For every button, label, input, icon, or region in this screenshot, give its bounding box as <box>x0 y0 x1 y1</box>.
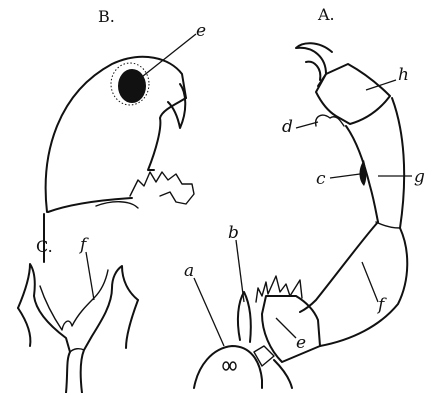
part-label-h: h <box>398 65 409 85</box>
part-label-c: c <box>316 169 326 189</box>
panel-a-joint <box>376 222 400 228</box>
panel-a-leader-e <box>276 318 296 338</box>
panel-a-segment-g <box>392 98 404 228</box>
panel-a-claw <box>296 43 332 86</box>
panel-a-segment-f-right <box>320 228 407 346</box>
panel-a-leader-d <box>296 122 318 128</box>
panel-c-outer-left <box>18 308 30 346</box>
panel-b-face <box>148 98 186 170</box>
panel-a-process-d <box>316 115 344 126</box>
panel-a-eye-left <box>223 362 229 370</box>
panel-label-b: B. <box>98 7 115 26</box>
panel-label-a: A. <box>317 5 335 24</box>
panel-b-eye <box>118 69 146 103</box>
panel-b-head <box>44 34 196 262</box>
part-label-g: g <box>414 167 425 187</box>
part-label-a: a <box>184 261 194 281</box>
part-label-d: d <box>282 117 293 137</box>
panel-c-leader-f <box>86 252 94 300</box>
panel-b-mandible <box>168 84 185 128</box>
panel-a-eye-right <box>230 362 236 370</box>
panel-b-jaw <box>130 172 194 204</box>
part-label-b: b <box>228 223 239 243</box>
panel-b-neck-right <box>48 198 132 212</box>
panel-label-c: C. <box>36 237 53 256</box>
panel-a-base-right <box>274 360 292 388</box>
part-label-e-panel-a: e <box>296 333 306 353</box>
panel-c-center <box>70 349 84 352</box>
panel-c-fork <box>18 252 138 393</box>
panel-c-outer-right <box>126 300 138 348</box>
part-label-f-panel-c: f <box>78 235 89 255</box>
part-label-e-panel-b: e <box>196 21 206 41</box>
panel-c-inner-notch <box>40 270 108 330</box>
panel-a-leader-f <box>362 262 378 302</box>
panel-a-leader-a <box>194 278 224 346</box>
panel-a-segment-f <box>300 222 378 312</box>
panel-a-leader-c <box>330 174 360 178</box>
panel-a-segment-h <box>316 64 390 124</box>
part-label-f-panel-a: f <box>376 295 387 315</box>
panel-a-spot-c <box>360 160 367 186</box>
panel-a-head-a <box>194 346 262 388</box>
panel-a-leader-b <box>236 240 244 302</box>
panel-b-head-outline <box>46 57 186 212</box>
panel-b-neck-curve <box>96 202 138 208</box>
panel-a-appendage-b <box>238 292 251 342</box>
panel-a-spines <box>256 276 302 302</box>
panel-a-claw-inner <box>306 62 320 80</box>
